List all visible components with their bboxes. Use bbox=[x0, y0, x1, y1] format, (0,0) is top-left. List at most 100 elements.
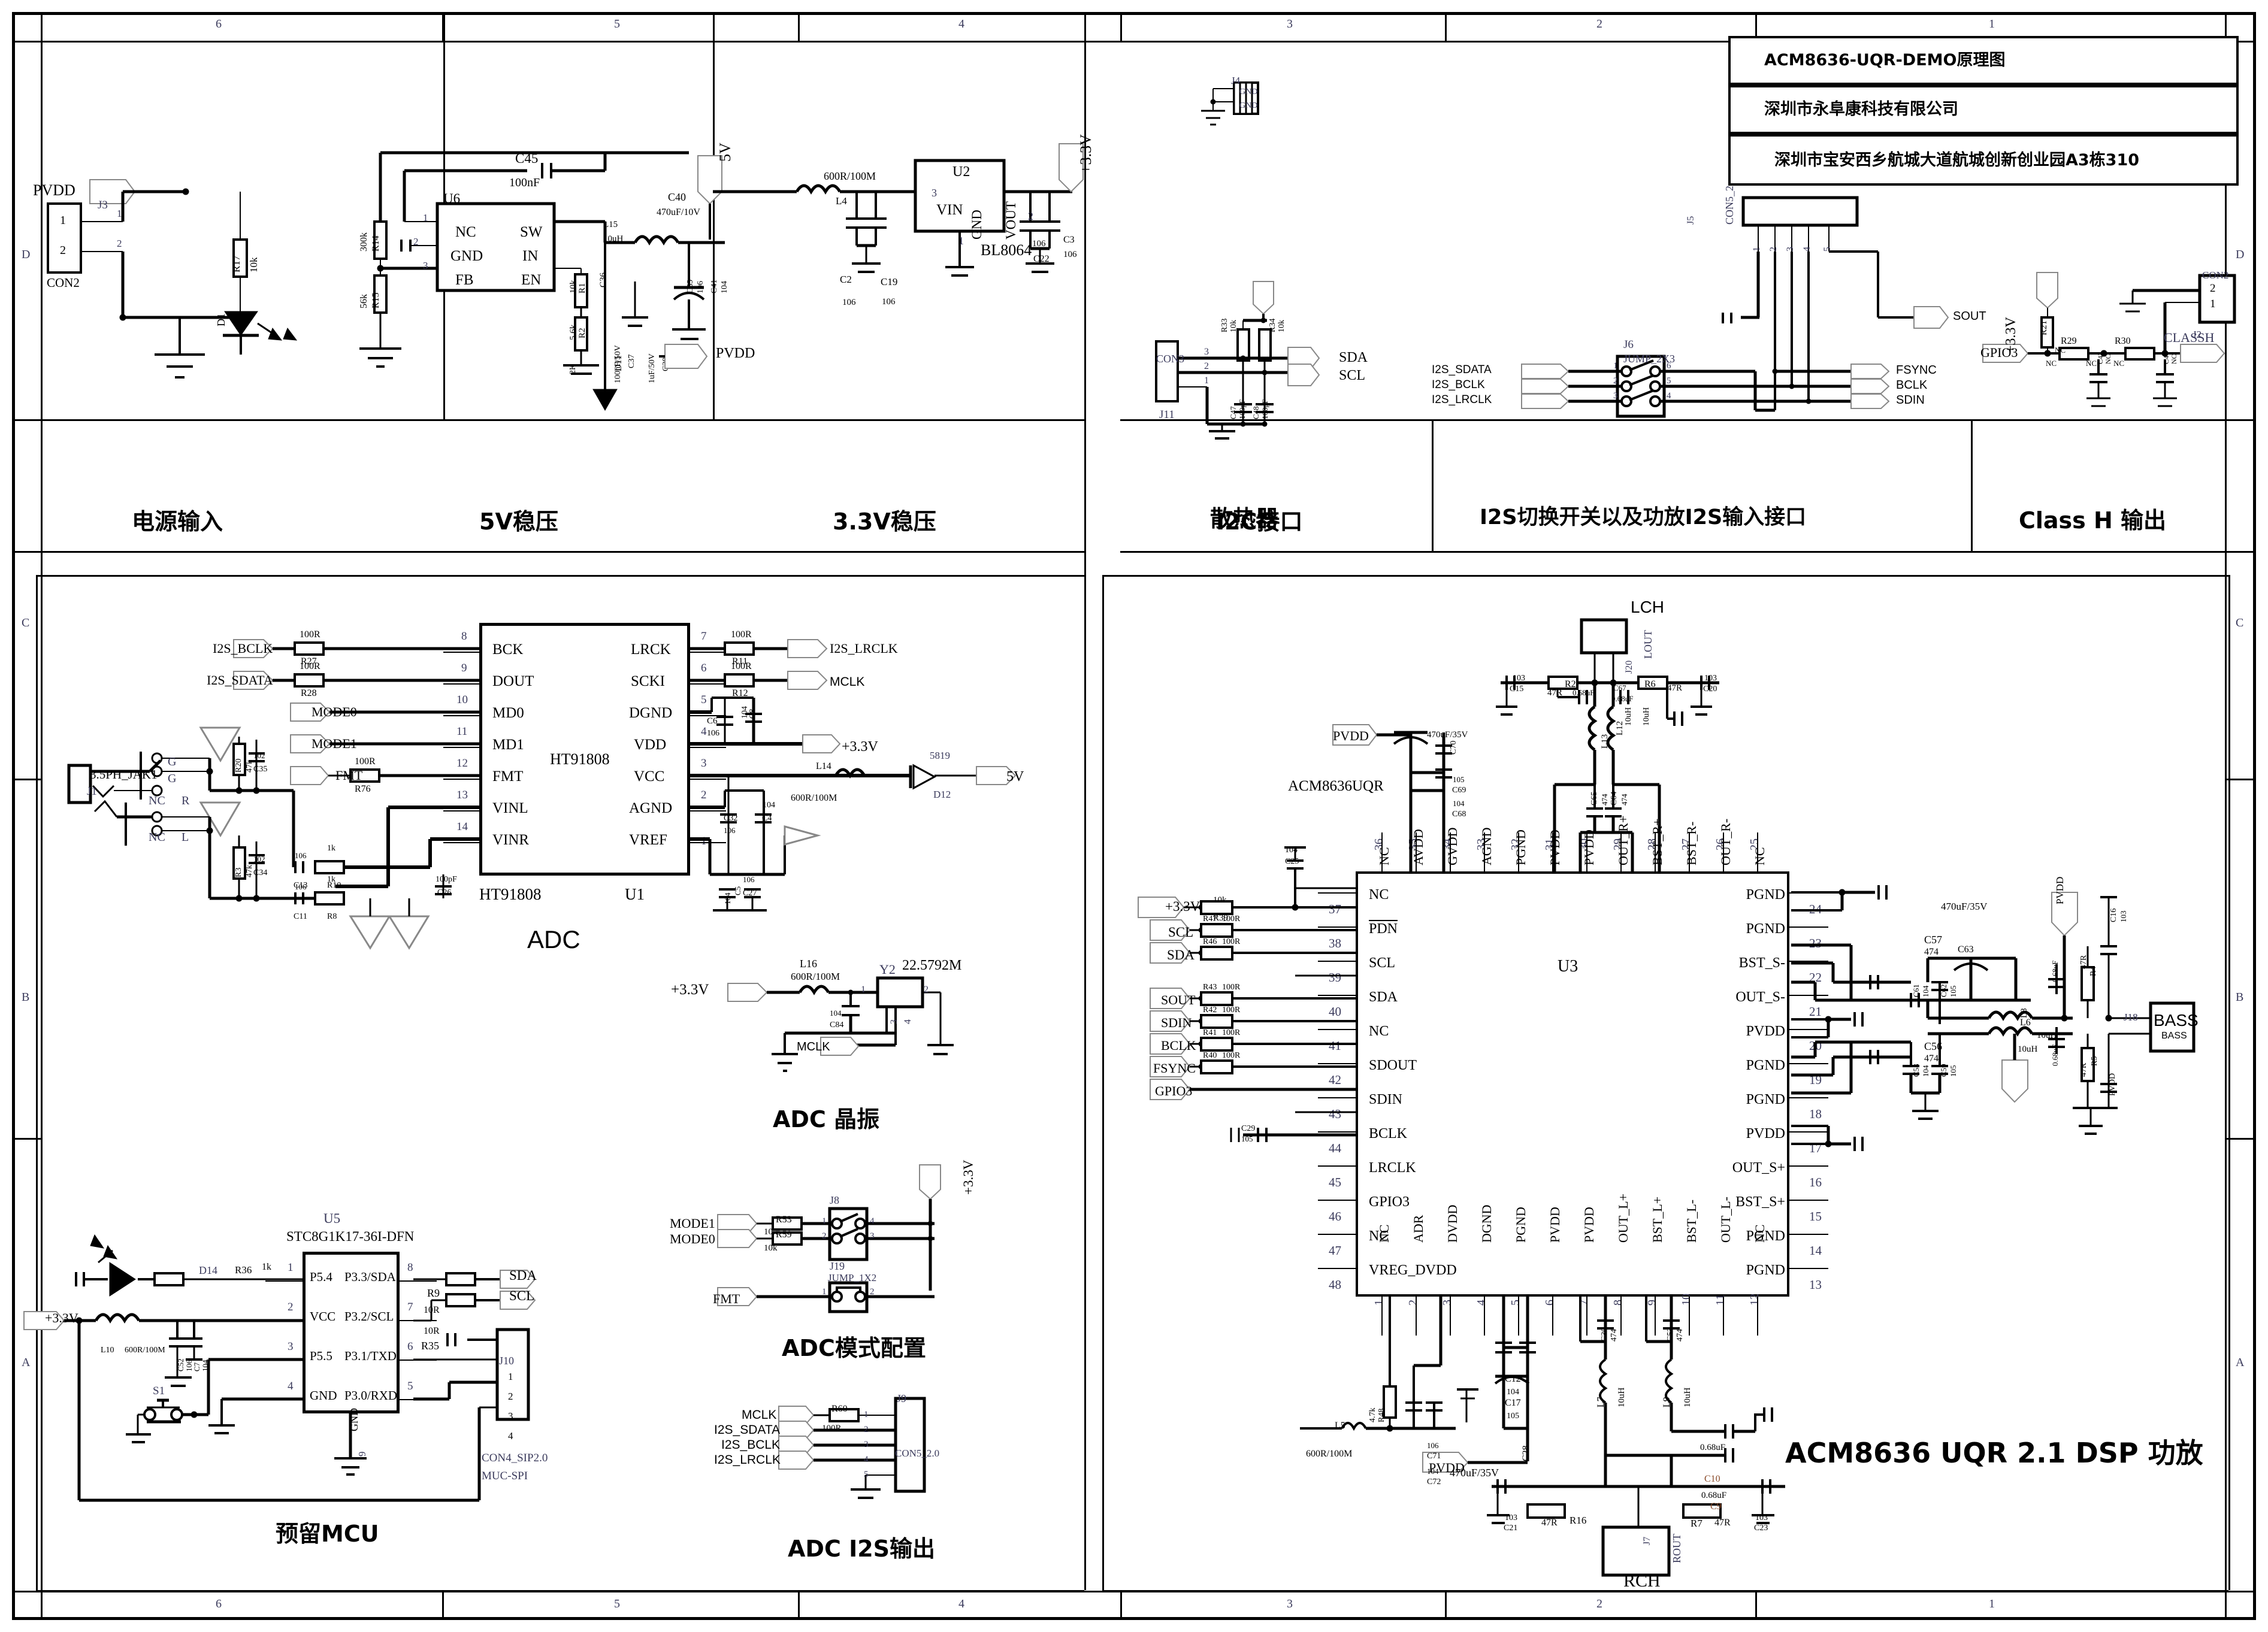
pin-sw-u6: SW bbox=[520, 224, 543, 240]
cap-ref-c3: C3 bbox=[1063, 235, 1075, 245]
net-label-mode1-adc: MODE1 bbox=[312, 736, 357, 751]
cap-ref-c48: C48 bbox=[1251, 406, 1260, 419]
adc-pin-lrck: LRCK bbox=[631, 641, 671, 658]
resistor-ref-r8: R8 bbox=[327, 912, 337, 921]
pin-num-2: 2 bbox=[117, 238, 122, 249]
mcu-pin-p55: P5.5 bbox=[310, 1349, 332, 1363]
adc-wiring bbox=[67, 639, 1017, 950]
inductor-value-l10: 600R/100M bbox=[125, 1346, 165, 1355]
adc-pinnum-4: 4 bbox=[701, 725, 707, 738]
cap-ref-c26: C26 bbox=[437, 888, 452, 897]
frame-tick bbox=[1120, 12, 1122, 41]
dsp-pin-9: BST_L+ bbox=[1650, 1196, 1665, 1243]
dsp-bass-sub: BASS bbox=[2161, 1031, 2187, 1041]
classh-nc-3: NC bbox=[2113, 359, 2125, 368]
cap-value-c32: 106 bbox=[724, 826, 736, 835]
pin-nc-u6: NC bbox=[455, 224, 476, 240]
dsp-l7-ref: L7 bbox=[1596, 1397, 1606, 1407]
dsp-c10-ref: C10 bbox=[1704, 1474, 1720, 1484]
dsp-c20-value: 103 bbox=[1704, 674, 1717, 683]
i2c-schematic bbox=[1155, 281, 1320, 440]
adc-pin-vref: VREF bbox=[629, 832, 667, 848]
dsp-top-wiring bbox=[1332, 618, 1719, 871]
dsp-c16-value: 103 bbox=[2119, 910, 2128, 923]
dsp-pin-38: PDN bbox=[1369, 921, 1398, 937]
heatsink-pin-gnd1: GND bbox=[1239, 87, 1258, 96]
block-left-bottom bbox=[36, 1590, 1084, 1592]
dsp-pinstub-30 bbox=[1586, 832, 1587, 871]
cap-value-c4: 104 bbox=[763, 801, 775, 810]
dsp-r6-value: 47R bbox=[1667, 683, 1683, 693]
dsp-pinnum-43: 43 bbox=[1329, 1107, 1341, 1121]
mcu-pinnum-4: 4 bbox=[288, 1380, 294, 1392]
adc-part-label: HT91808 bbox=[550, 750, 610, 768]
dsp-c56-value: 474 bbox=[1924, 1053, 1939, 1064]
classh-nc-2: NC bbox=[2086, 359, 2097, 368]
cap-value-c13: 106 bbox=[295, 851, 307, 860]
diode-ref-d12: D12 bbox=[933, 789, 951, 800]
dsp-pinstub-12 bbox=[1757, 1297, 1758, 1336]
jumper-ref-j6: J6 bbox=[1623, 338, 1634, 351]
net-label-bclk-sw: BCLK bbox=[1896, 379, 1928, 392]
j9-pin-1: 1 bbox=[864, 1410, 869, 1419]
dsp-bottom-wiring bbox=[1300, 1297, 1785, 1577]
divider-vert-i2c bbox=[1432, 419, 1434, 551]
resistor-value-r36: 1k bbox=[262, 1262, 271, 1272]
dsp-right-wiring bbox=[1791, 885, 2196, 1151]
cap-value-c42: NC bbox=[2104, 354, 2112, 364]
block-right-side bbox=[1102, 575, 1104, 1590]
j5-pin-3: 3 bbox=[1785, 247, 1795, 252]
dsp-pinstub-10 bbox=[1689, 1297, 1690, 1336]
title-block-row2 bbox=[1728, 85, 2239, 134]
dsp-pinnum-46: 46 bbox=[1329, 1209, 1341, 1224]
dsp-r5-ref: R5 bbox=[2090, 1056, 2099, 1066]
dsp-pin-8: OUT_L+ bbox=[1616, 1193, 1631, 1243]
pin-num-u2-1: 1 bbox=[958, 235, 964, 247]
dsp-c70-value: 470uF/35V bbox=[1427, 730, 1468, 740]
cap-value-c47: 100pF bbox=[1238, 399, 1247, 419]
cap-ref-c45: C45 bbox=[515, 151, 539, 166]
dsp-c30-value: 474 bbox=[1610, 1329, 1619, 1342]
dsp-net-fsync: FSYNC bbox=[1153, 1061, 1196, 1076]
frame-left-rail bbox=[41, 12, 43, 1620]
dsp-pinstub-41 bbox=[1318, 1029, 1357, 1030]
net-label-gpio3-classh: GPIO3 bbox=[1980, 345, 2018, 360]
connector-type-j9: CON5_2.0 bbox=[895, 1448, 940, 1459]
connector-ref-j2: J2 bbox=[2193, 329, 2202, 340]
adc-pinnum-10: 10 bbox=[456, 694, 468, 706]
dsp-pin-43: SDIN bbox=[1369, 1092, 1403, 1107]
dsp-c12-value: 104 bbox=[1507, 1388, 1519, 1397]
dsp-c58-value: 104 bbox=[1921, 1065, 1930, 1077]
dsp-pinstub-18 bbox=[1789, 1097, 1828, 1098]
dsp-pinstub-31 bbox=[1552, 832, 1553, 871]
cap-value-c6: 106 bbox=[707, 729, 719, 738]
j6-pin-1: 1 bbox=[1613, 361, 1618, 371]
cap-value-c19: 106 bbox=[882, 297, 896, 307]
net-label-33v-out: +3.3V bbox=[1077, 134, 1094, 174]
dsp-r41-value: 100R bbox=[1222, 1028, 1241, 1037]
dsp-c9-value: 0.68uF bbox=[1701, 1491, 1727, 1500]
dsp-c58-ref: C58 bbox=[1912, 1064, 1921, 1077]
cap-value-c11: 106 bbox=[295, 882, 307, 891]
resistor-value-r60: 100R bbox=[822, 1424, 842, 1433]
cap-value-c35: 102 bbox=[253, 751, 265, 760]
dsp-l7-value: 10uH bbox=[1617, 1387, 1626, 1407]
frame-row-a-left: A bbox=[22, 1356, 31, 1369]
cap-ref-c19: C19 bbox=[881, 276, 898, 287]
dsp-pinstub-6 bbox=[1552, 1297, 1553, 1336]
dsp-r2b-value: 47R bbox=[1547, 688, 1563, 698]
dsp-r5-value: 47R bbox=[2079, 1062, 2088, 1077]
connector-ref-j5: J5 bbox=[1686, 216, 1696, 225]
dsp-pinstub-44 bbox=[1318, 1131, 1357, 1133]
cap-ref-c6: C6 bbox=[707, 716, 718, 726]
j9-pin-5: 5 bbox=[864, 1470, 869, 1479]
dsp-l13-value: 10uH bbox=[1642, 707, 1651, 726]
classh-nc-1: NC bbox=[2046, 359, 2057, 368]
dsp-r40-ref: R40 bbox=[1203, 1051, 1217, 1060]
mcu-pinnum-6: 6 bbox=[407, 1340, 413, 1353]
connector-type-con3: CON3 bbox=[1156, 353, 1185, 365]
resistor-value-r15: 56k bbox=[359, 294, 369, 308]
mcu-pinnum-7: 7 bbox=[407, 1301, 413, 1313]
dsp-c1-value: 0.68uF bbox=[2051, 1044, 2060, 1066]
adc-xtal-schematic bbox=[727, 976, 954, 1072]
